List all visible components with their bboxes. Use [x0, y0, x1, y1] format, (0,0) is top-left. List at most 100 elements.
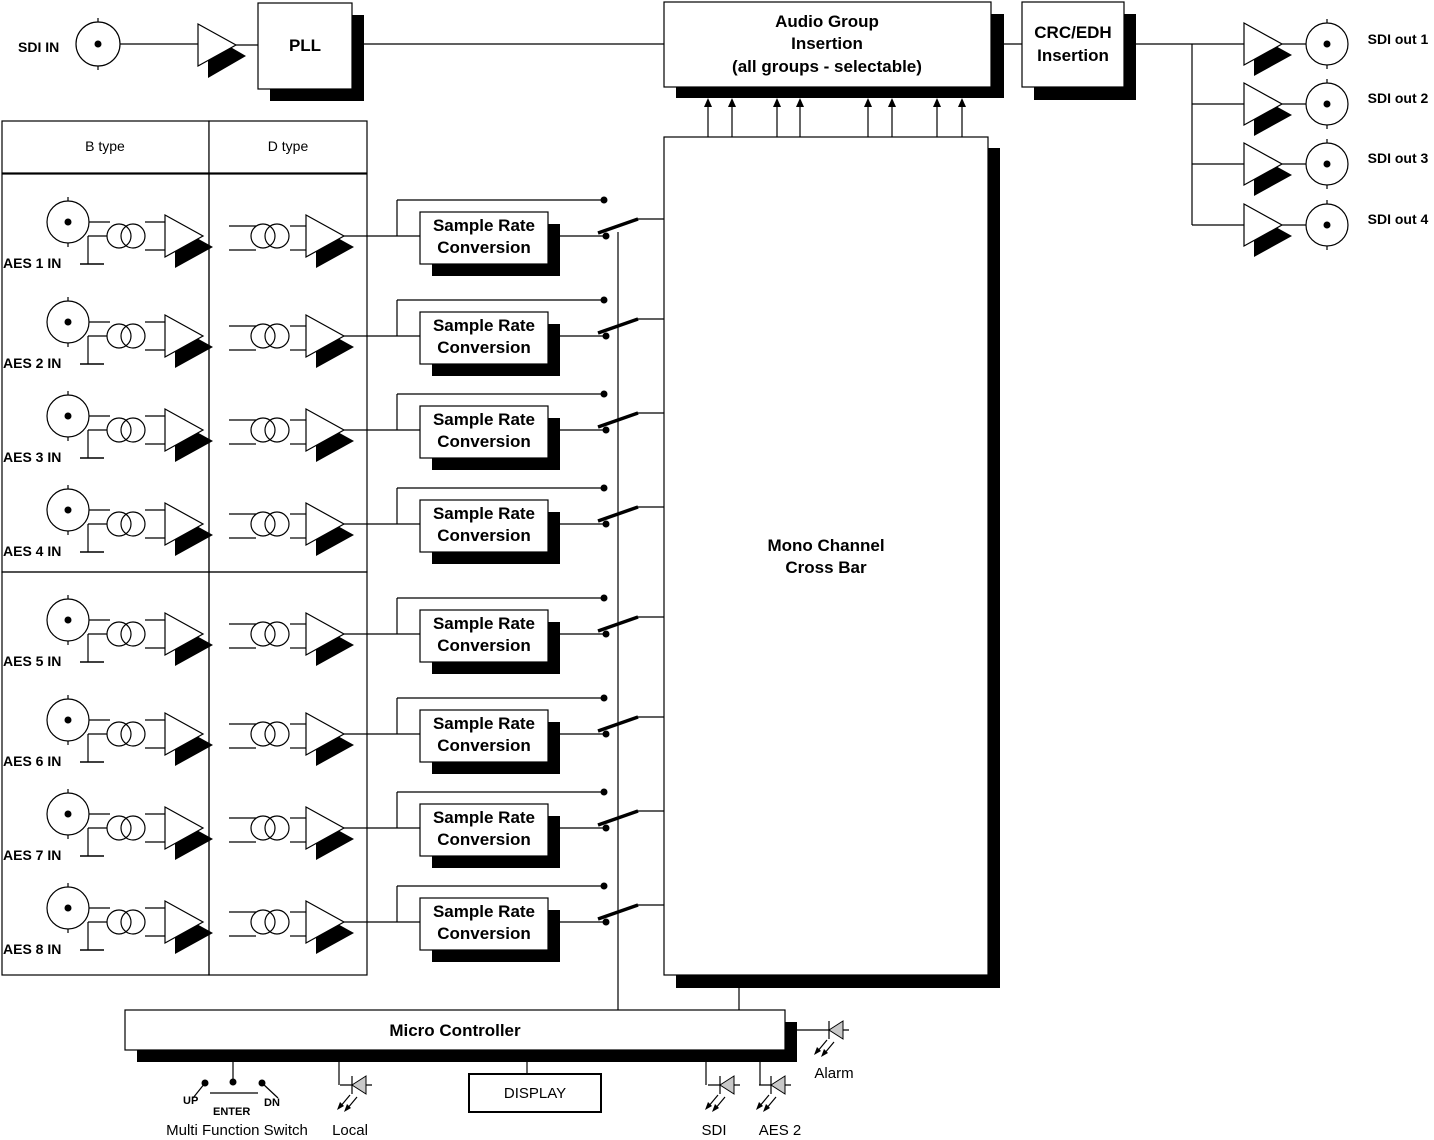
led-aes2-label: AES 2	[759, 1122, 802, 1139]
src-label-line2: Conversion	[437, 736, 531, 755]
alarm-led-icon	[814, 1020, 849, 1057]
crc-edh-line2: Insertion	[1037, 46, 1109, 65]
sdi-output-label: SDI out 2	[1368, 90, 1429, 106]
src-label-line2: Conversion	[437, 526, 531, 545]
b-type-transformer	[106, 511, 146, 537]
d-type-transformer	[250, 909, 290, 935]
input-select-switch	[597, 809, 664, 827]
crossbar-to-audio-group-arrows	[704, 98, 966, 137]
audio-group-line3: (all groups - selectable)	[732, 57, 922, 76]
sdi-output-amplifier	[1243, 81, 1292, 136]
aes-input-label: AES 7 IN	[3, 847, 61, 863]
b-type-transformer	[106, 815, 146, 841]
crossbar-output-arrow	[773, 98, 781, 137]
switch-dn-label: DN	[264, 1097, 280, 1109]
crc-edh-block: CRC/EDH Insertion	[1021, 1, 1136, 100]
input-select-switch	[597, 411, 664, 429]
sdi-output-1: SDI out 1	[1243, 19, 1429, 76]
src-label-line1: Sample Rate	[433, 714, 535, 733]
sdi-output-4: SDI out 4	[1192, 200, 1429, 257]
sdi-output-label: SDI out 3	[1368, 150, 1429, 166]
aes-input-label: AES 3 IN	[3, 449, 61, 465]
display-label: DISPLAY	[504, 1085, 566, 1102]
sdi-input-chain: SDI IN PLL	[18, 2, 664, 101]
input-select-switch	[597, 217, 664, 235]
b-type-amplifier	[164, 611, 213, 666]
sdi-output-2: SDI out 2	[1192, 79, 1429, 136]
d-type-amplifier	[305, 711, 354, 766]
sdi-in-amplifier	[197, 22, 246, 78]
d-type-transformer	[250, 815, 290, 841]
crossbar-line2: Cross Bar	[785, 558, 867, 577]
d-type-amplifier	[305, 313, 354, 368]
b-type-amplifier	[164, 711, 213, 766]
crossbar-output-arrow	[704, 98, 712, 137]
aes-in-bnc-connector	[46, 197, 90, 247]
crossbar-output-arrow	[796, 98, 804, 137]
pll-label: PLL	[289, 36, 321, 55]
d-type-transformer	[250, 417, 290, 443]
d-type-amplifier	[305, 805, 354, 860]
d-type-label: D type	[268, 138, 309, 154]
b-type-transformer	[106, 721, 146, 747]
b-type-amplifier	[164, 899, 213, 954]
d-type-amplifier	[305, 611, 354, 666]
b-type-amplifier	[164, 213, 213, 268]
crossbar-output-arrow	[888, 98, 896, 137]
micro-controller-label: Micro Controller	[389, 1021, 521, 1040]
micro-controller-block: Micro Controller	[124, 1009, 797, 1062]
input-select-switch	[597, 615, 664, 633]
crossbar-output-arrow	[958, 98, 966, 137]
b-type-amplifier	[164, 501, 213, 556]
audio-group-line1: Audio Group	[775, 12, 879, 31]
src-label-line1: Sample Rate	[433, 808, 535, 827]
aes-in-bnc-connector	[46, 297, 90, 347]
b-type-amplifier	[164, 805, 213, 860]
sdi-output-section: SDI out 1 SDI out 2 SDI out 3 SDI out 4	[1124, 19, 1429, 257]
switch-up-label: UP	[183, 1095, 198, 1107]
d-type-amplifier	[305, 407, 354, 462]
sdi-output-bnc-connector	[1305, 139, 1349, 189]
input-panel-frames	[1, 173, 368, 976]
sdi-output-group: SDI out 1 SDI out 2 SDI out 3 SDI out 4	[1192, 19, 1429, 257]
switch-enter-label: ENTER	[213, 1106, 250, 1118]
sdi-output-bnc-connector	[1305, 79, 1349, 129]
b-type-transformer	[106, 417, 146, 443]
aes-in-bnc-connector	[46, 485, 90, 535]
sdi-output-bnc-connector	[1305, 200, 1349, 250]
d-type-transformer	[250, 323, 290, 349]
aes-input-label: AES 8 IN	[3, 941, 61, 957]
sdi-output-amplifier	[1243, 141, 1292, 196]
aes2-led-icon	[756, 1075, 791, 1112]
b-type-label: B type	[85, 138, 125, 154]
b-type-transformer	[106, 909, 146, 935]
src-label-line2: Conversion	[437, 338, 531, 357]
src-label-line2: Conversion	[437, 830, 531, 849]
input-select-switch	[597, 715, 664, 733]
b-type-amplifier	[164, 313, 213, 368]
sdi-output-amplifier	[1243, 21, 1292, 76]
src-label-line1: Sample Rate	[433, 216, 535, 235]
aes-in-bnc-connector	[46, 883, 90, 933]
src-label-line2: Conversion	[437, 636, 531, 655]
sdi-in-label: SDI IN	[18, 39, 59, 55]
led-alarm-label: Alarm	[814, 1065, 853, 1082]
aes-input-label: AES 6 IN	[3, 753, 61, 769]
d-type-transformer	[250, 511, 290, 537]
display-block: DISPLAY	[468, 1073, 602, 1113]
